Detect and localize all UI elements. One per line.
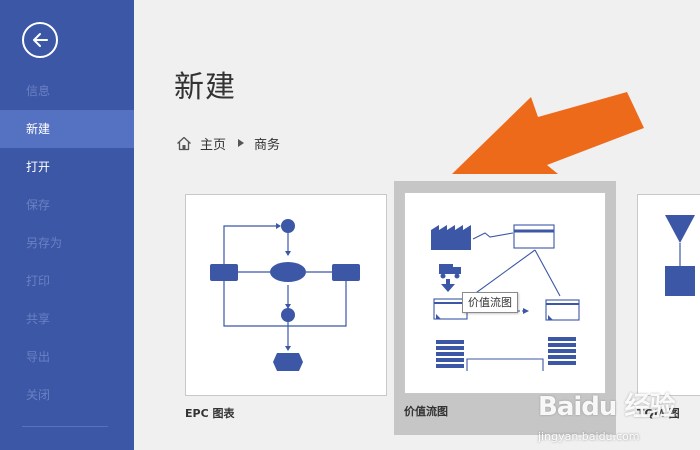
breadcrumb-separator: [238, 139, 245, 147]
template-card-epc[interactable]: [185, 194, 387, 396]
nav-item-close[interactable]: 关闭: [26, 388, 51, 402]
breadcrumb-home[interactable]: 主页: [176, 134, 226, 153]
template-card-value-stream[interactable]: [404, 192, 606, 394]
tqm-diagram-thumbnail: [665, 215, 695, 296]
template-card-tqm[interactable]: [637, 194, 700, 396]
back-arrow-icon: [33, 33, 48, 47]
epc-diagram-thumbnail: [210, 219, 360, 371]
backstage-sidebar: 信息 新建 打开 保存 另存为 打印 共享 导出 关闭: [0, 0, 134, 450]
triangle-right-icon: [238, 139, 245, 147]
breadcrumb-home-label: 主页: [200, 137, 227, 153]
template-label-value-stream: 价值流图: [404, 405, 448, 418]
breadcrumb: 主页 商务: [176, 133, 280, 153]
nav-item-open[interactable]: 打开: [26, 160, 51, 174]
nav-item-print[interactable]: 打印: [26, 274, 51, 288]
nav-item-share[interactable]: 共享: [26, 312, 51, 326]
nav-item-new[interactable]: 新建: [0, 110, 134, 148]
template-label-tqm: TQM 图: [637, 407, 680, 420]
home-icon: [177, 136, 191, 150]
page-title: 新建: [174, 70, 236, 105]
nav-item-info[interactable]: 信息: [26, 84, 51, 98]
back-button[interactable]: [22, 22, 58, 58]
nav-item-save-as[interactable]: 另存为: [26, 236, 63, 250]
template-label-epc: EPC 图表: [185, 407, 235, 420]
sidebar-divider: [22, 426, 108, 427]
breadcrumb-current[interactable]: 商务: [254, 137, 281, 153]
nav-item-save[interactable]: 保存: [26, 198, 51, 212]
template-tooltip: 价值流图: [462, 292, 518, 313]
nav-item-export[interactable]: 导出: [26, 350, 51, 364]
